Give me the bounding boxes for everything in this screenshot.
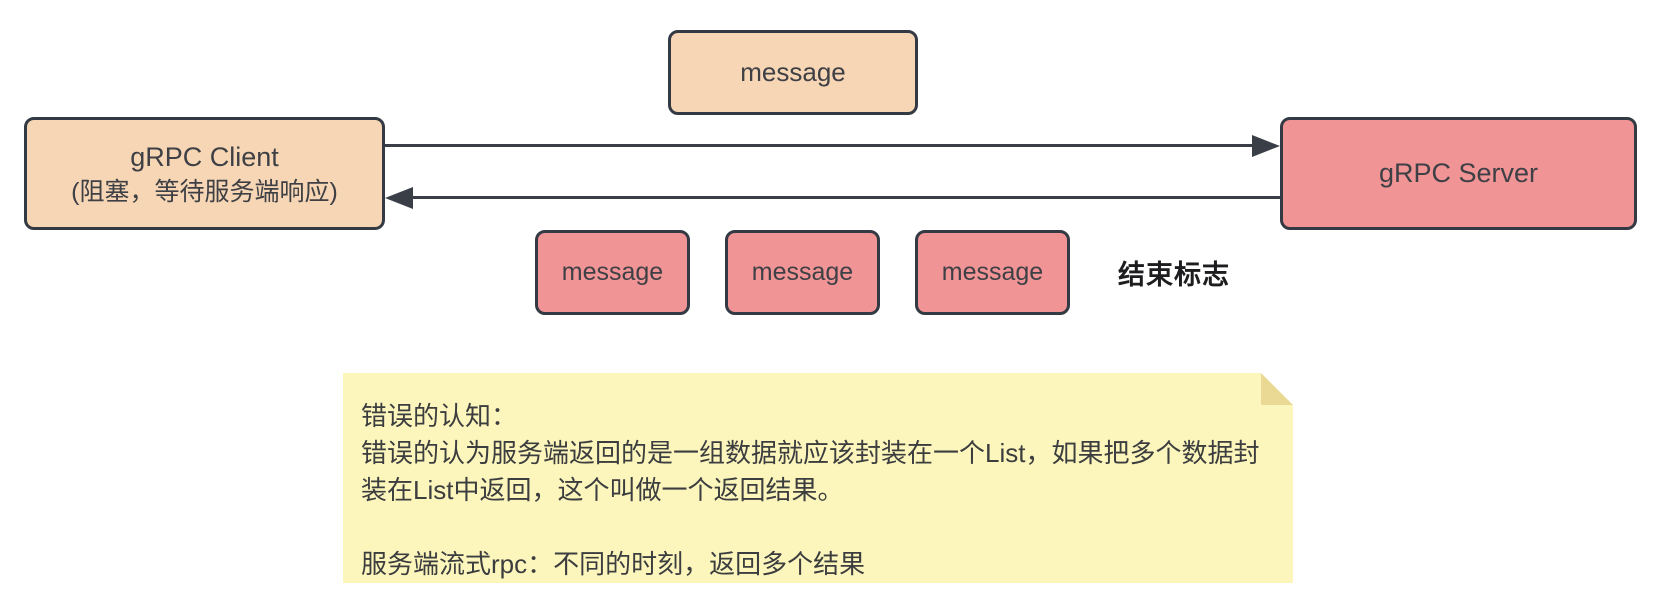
stream-message-label-1: message bbox=[561, 258, 664, 286]
stream-message-box-3: message bbox=[915, 230, 1070, 315]
note-line-1: 错误的认知： bbox=[361, 401, 518, 431]
stream-message-box-2: message bbox=[725, 230, 880, 315]
response-arrowhead-icon bbox=[385, 186, 413, 209]
stream-message-box-1: message bbox=[535, 230, 690, 315]
stream-message-label-3: message bbox=[941, 258, 1044, 286]
grpc-client-title: gRPC Client bbox=[130, 141, 279, 172]
note-line-3: 装在List中返回，这个叫做一个返回结果。 bbox=[361, 475, 844, 505]
grpc-client-box: gRPC Client (阻塞，等待服务端响应) bbox=[24, 117, 385, 230]
grpc-server-box: gRPC Server bbox=[1280, 117, 1637, 230]
note-line-5: 服务端流式rpc：不同的时刻，返回多个结果 bbox=[361, 549, 866, 579]
grpc-server-title: gRPC Server bbox=[1378, 158, 1539, 188]
end-marker-label: 结束标志 bbox=[1118, 260, 1230, 290]
note-line-2: 错误的认为服务端返回的是一组数据就应该封装在一个List，如果把多个数据封 bbox=[361, 438, 1260, 468]
sticky-note-fold-icon bbox=[1261, 373, 1293, 405]
request-message-label: message bbox=[740, 57, 846, 87]
request-arrowhead-icon bbox=[1252, 134, 1280, 157]
request-arrow-line bbox=[385, 144, 1255, 147]
stream-message-label-2: message bbox=[751, 258, 854, 286]
response-arrow-line bbox=[412, 196, 1280, 199]
note-line-4 bbox=[361, 509, 1277, 546]
grpc-client-subtitle: (阻塞，等待服务端响应) bbox=[71, 177, 338, 206]
request-message-box: message bbox=[668, 30, 918, 115]
sticky-note: 错误的认知： 错误的认为服务端返回的是一组数据就应该封装在一个List，如果把多… bbox=[343, 373, 1293, 583]
